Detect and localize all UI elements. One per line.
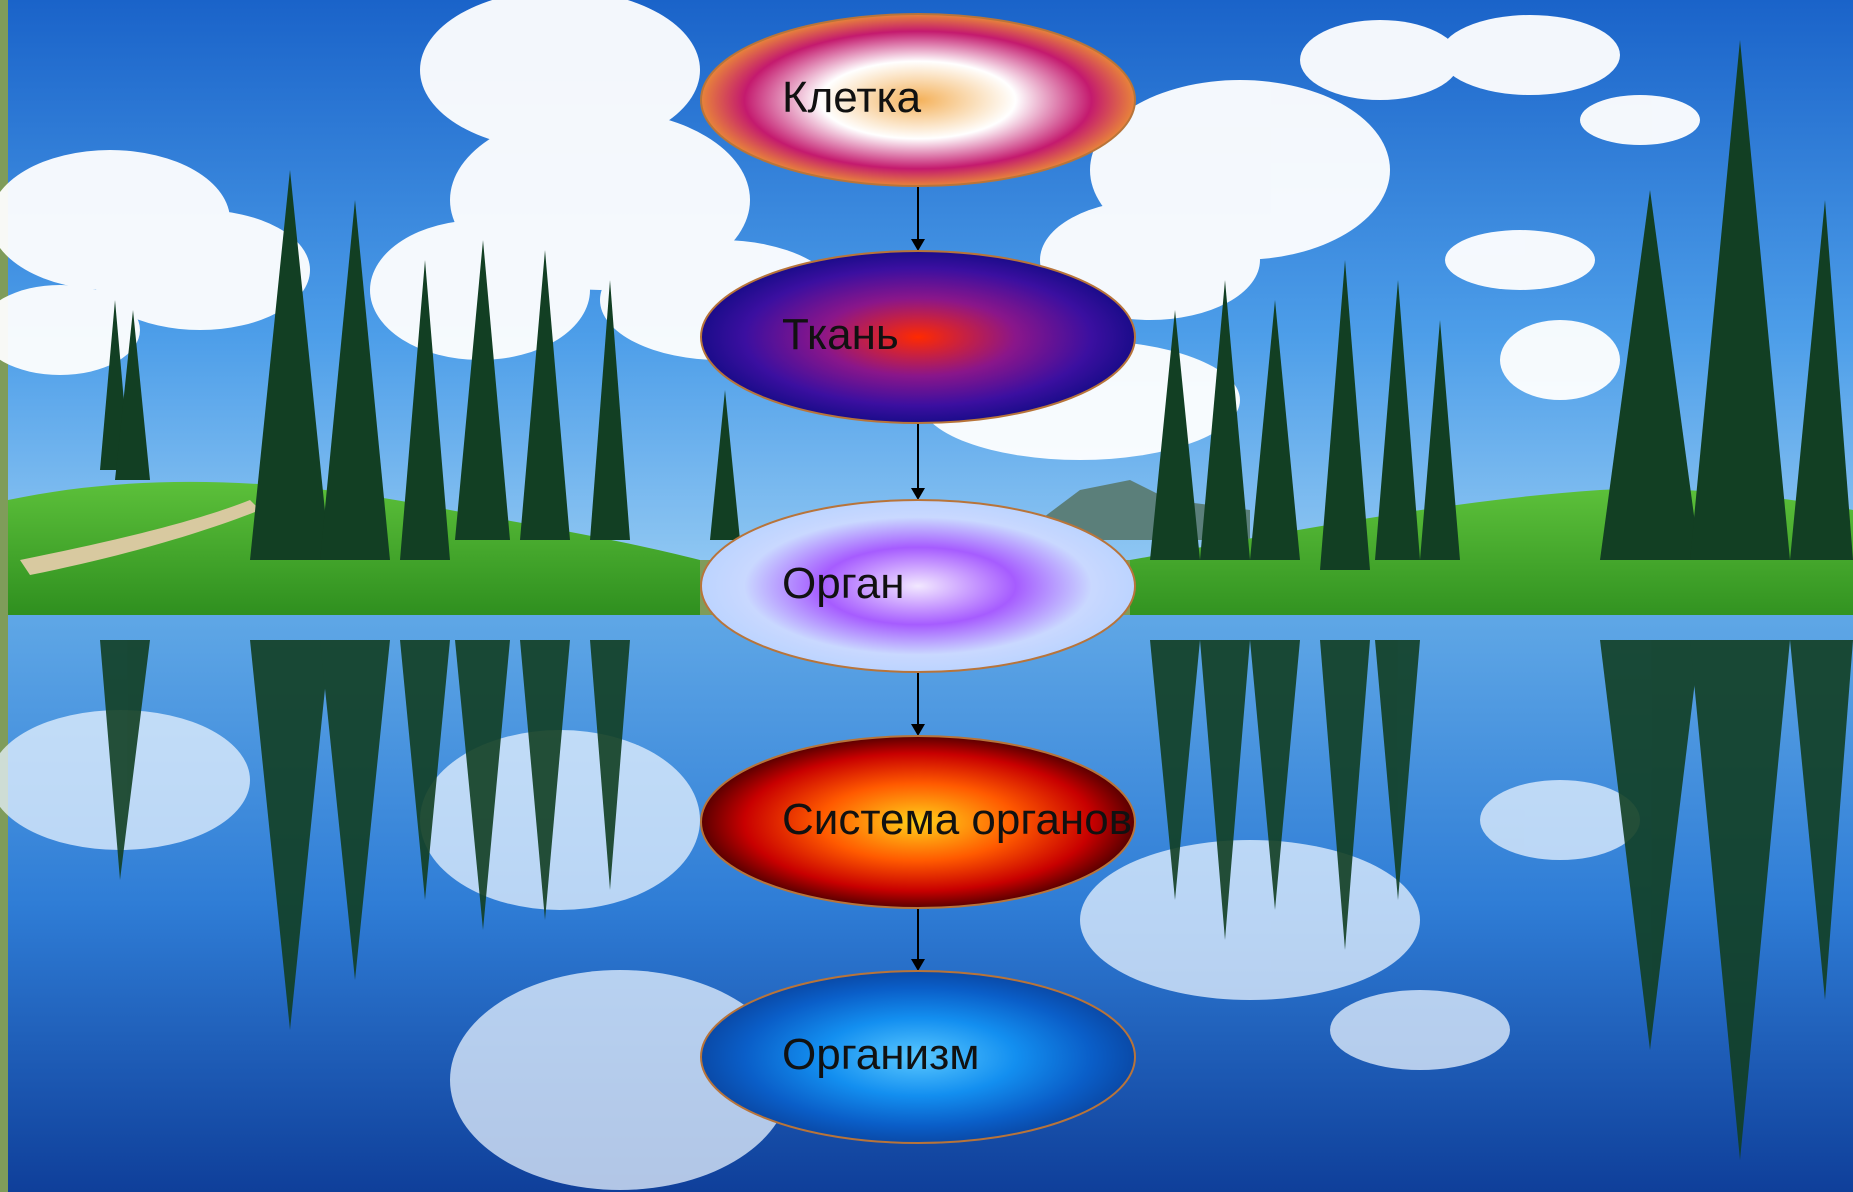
node-label-organ-system: Система органов: [782, 798, 1132, 842]
node-label-organ: Орган: [782, 562, 905, 606]
node-tissue: [701, 251, 1135, 423]
node-organ: [701, 500, 1135, 672]
arrowhead-organ-to-organ-system: [911, 724, 925, 736]
arrowhead-cell-to-tissue: [911, 239, 925, 251]
arrowhead-tissue-to-organ: [911, 488, 925, 500]
nodes: [701, 14, 1135, 1143]
node-label-cell: Клетка: [782, 76, 921, 120]
node-label-tissue: Ткань: [782, 313, 899, 357]
node-label-organism: Организм: [782, 1033, 980, 1077]
arrowhead-organ-system-to-organism: [911, 959, 925, 971]
